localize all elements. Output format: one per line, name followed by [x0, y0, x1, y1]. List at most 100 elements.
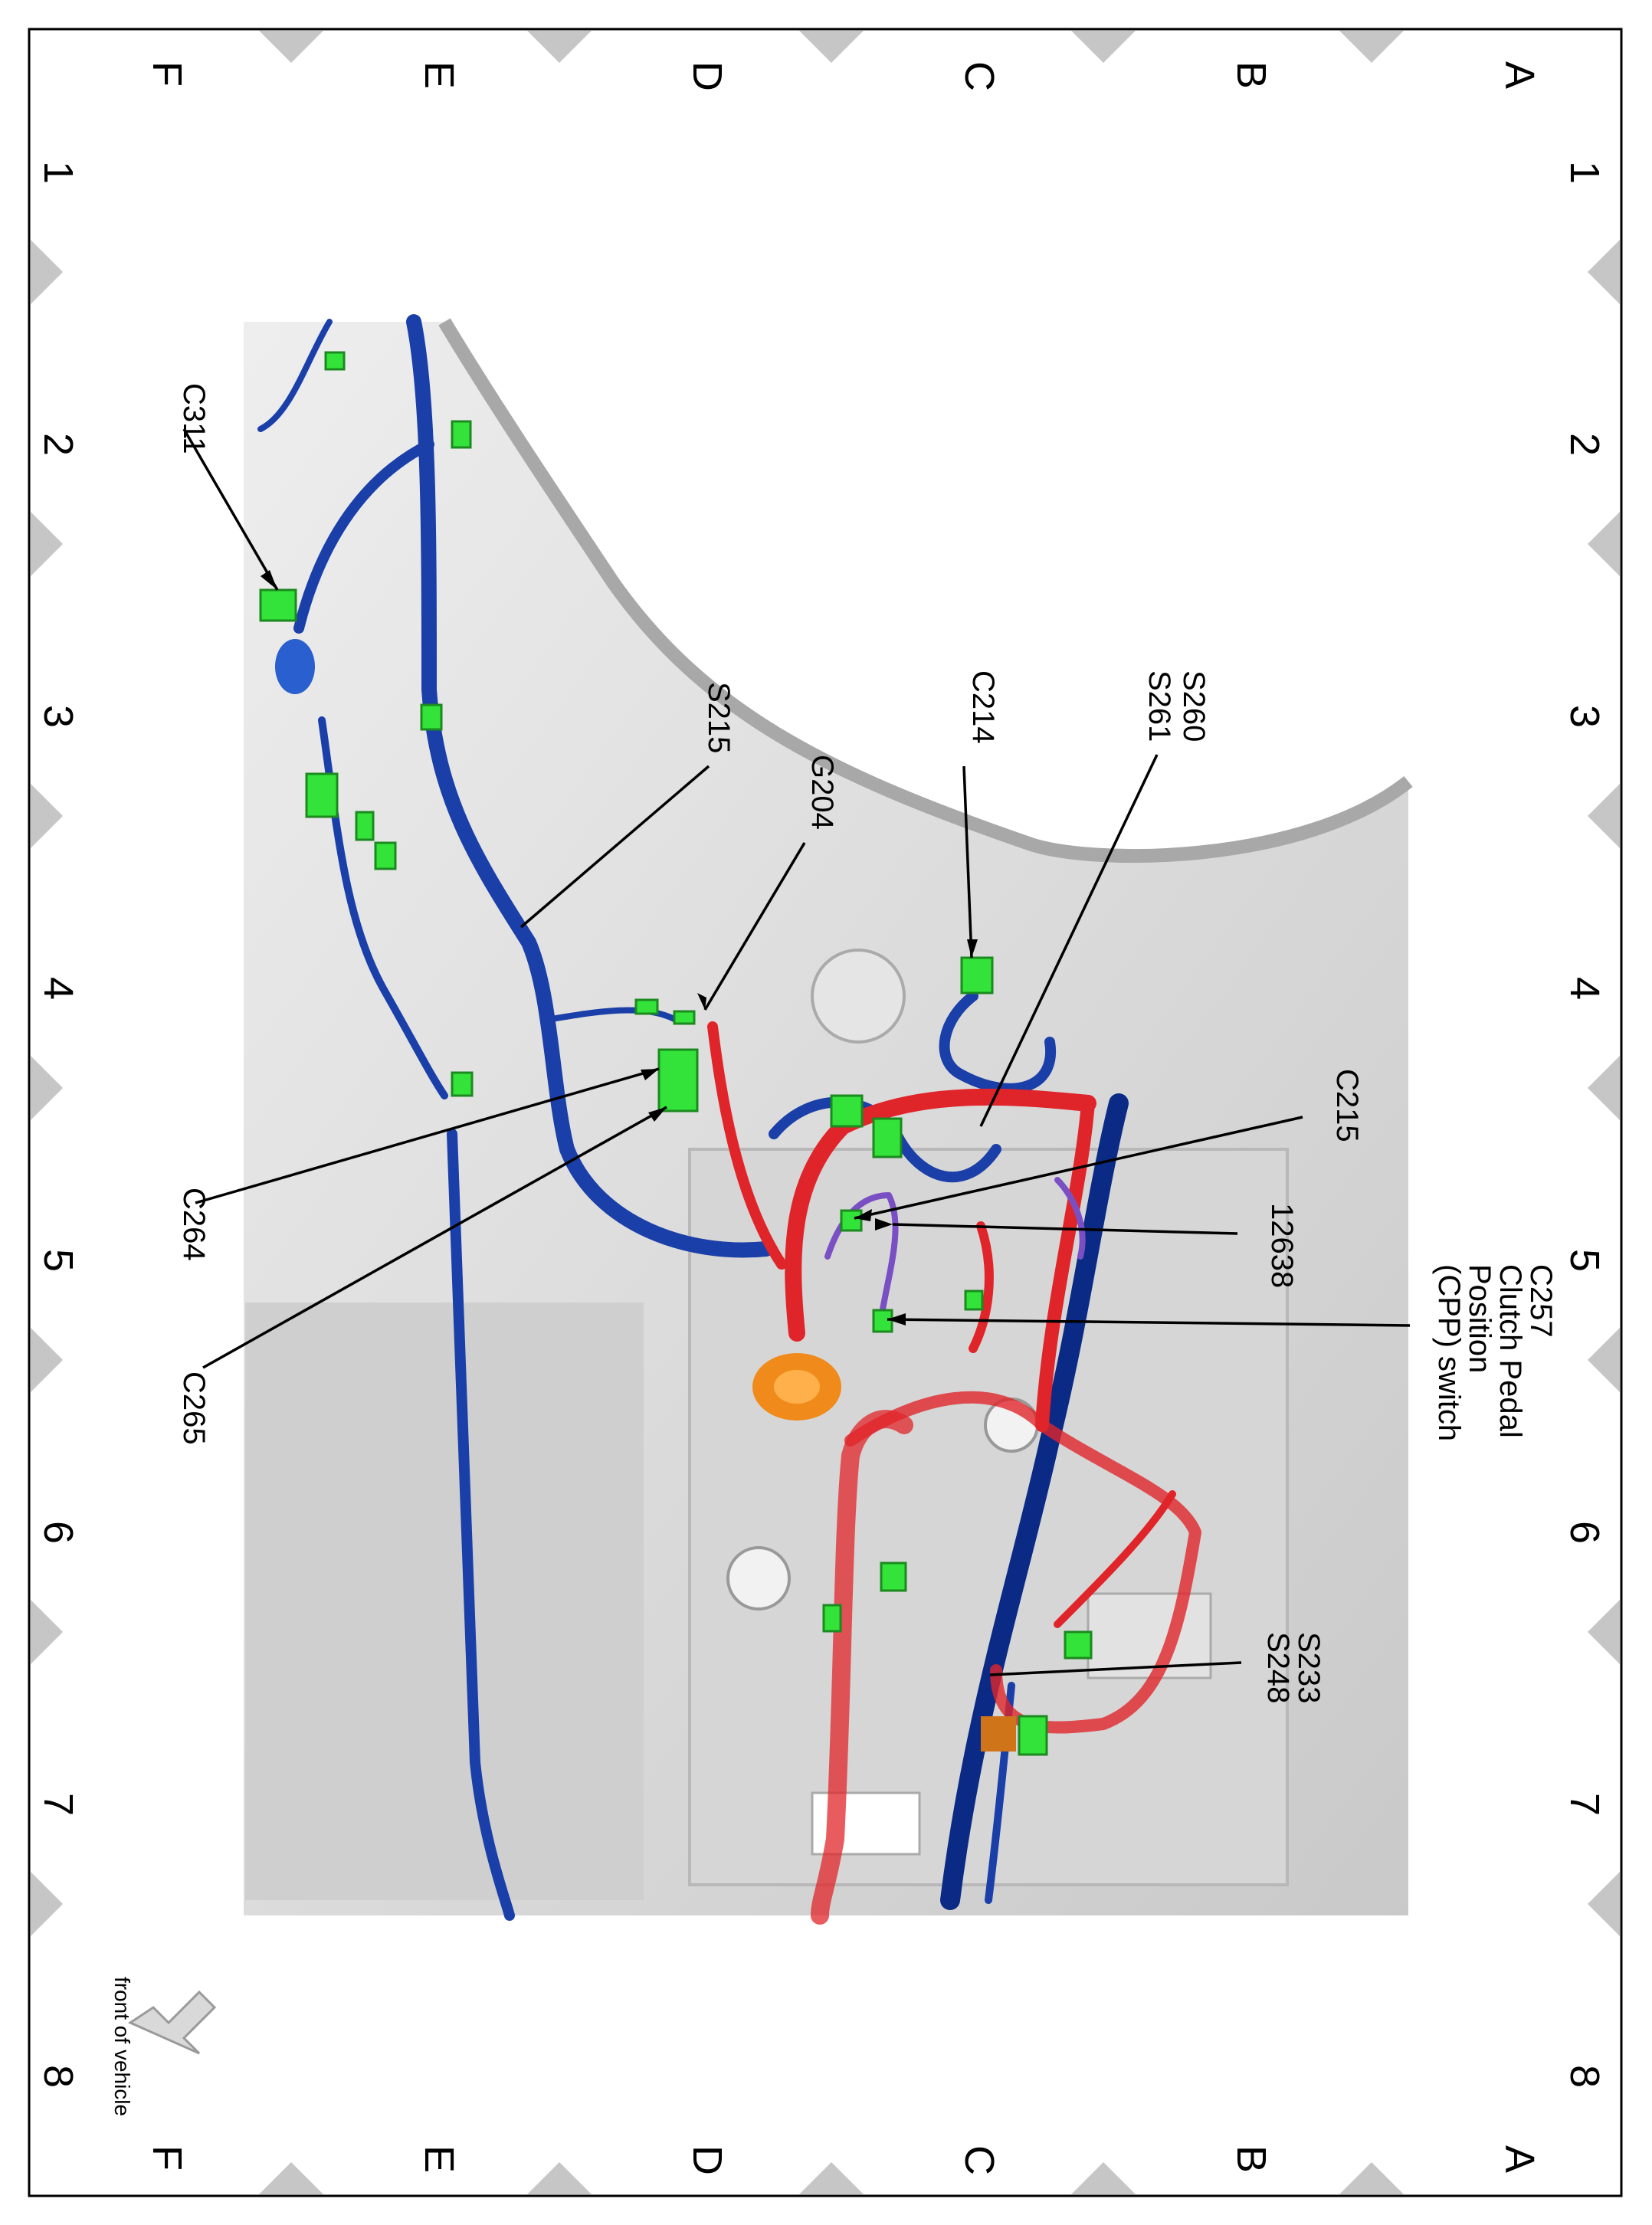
connector-small	[634, 998, 659, 1015]
border-triangle	[1588, 1328, 1620, 1392]
leader-arrowheads	[261, 570, 978, 1325]
callout-c311: C311	[177, 383, 211, 454]
wire-harnesses	[257, 314, 1201, 1925]
border-triangle	[799, 2162, 864, 2194]
grid-col-3-left: 3	[35, 705, 81, 728]
connector-small	[880, 1561, 907, 1592]
connector-small	[355, 811, 375, 841]
connector-c311	[259, 588, 297, 622]
border-triangle	[31, 1600, 63, 1664]
grid-row-d-bottom: D	[684, 2145, 730, 2175]
border-triangle	[1588, 1872, 1620, 1936]
connector-g204	[673, 1010, 696, 1025]
border-triangle	[259, 31, 323, 63]
connector-c214	[960, 956, 994, 995]
arrow-icon	[127, 1990, 217, 2055]
border-triangle	[1588, 512, 1620, 576]
connector-small	[451, 420, 472, 449]
callout-s260: S260	[1177, 670, 1211, 742]
grid-row-b-top: B	[1228, 61, 1274, 89]
grid-col-5-left: 5	[35, 1249, 81, 1272]
grid-row-d-top: D	[684, 61, 730, 91]
grid-col-6-right: 6	[1562, 1521, 1608, 1544]
border-triangle	[1339, 31, 1404, 63]
callout-c257-line1: C257	[1524, 1264, 1558, 1338]
grid-col-1-right: 1	[1562, 161, 1608, 184]
grid-row-e-top: E	[416, 61, 462, 89]
border-triangle	[31, 1056, 63, 1120]
grid-col-5-right: 5	[1562, 1249, 1608, 1272]
connector-small	[374, 841, 397, 870]
callout-c257-line4: (CPP) switch	[1432, 1264, 1466, 1441]
connector-small	[420, 703, 443, 731]
grid-row-f-bottom: F	[144, 2145, 190, 2171]
border-triangle	[1071, 2162, 1136, 2194]
connector-small	[872, 1117, 903, 1158]
connector-c264-c265	[657, 1048, 699, 1112]
grid-row-a-bottom: A	[1496, 2145, 1542, 2173]
connector-small	[1018, 1715, 1048, 1756]
connector-block	[305, 772, 339, 818]
grid-row-f-top: F	[144, 61, 190, 87]
callout-g204: G204	[805, 755, 839, 830]
border-triangle	[1588, 240, 1620, 304]
callout-c265: C265	[177, 1371, 211, 1445]
callout-12638: 12638	[1265, 1203, 1299, 1288]
callout-c215: C215	[1330, 1069, 1364, 1142]
grid-col-3-right: 3	[1562, 705, 1608, 728]
connector-small	[451, 1071, 474, 1097]
callout-s215: S215	[702, 682, 736, 753]
grommets	[275, 639, 1016, 1751]
connector-c257	[872, 1309, 893, 1333]
grid-row-c-bottom: C	[956, 2145, 1002, 2175]
border-triangle	[1588, 1056, 1620, 1120]
grid-col-1-left: 1	[35, 161, 81, 184]
border-triangle	[31, 1872, 63, 1936]
front-of-vehicle-label: front of vehicle	[110, 1977, 134, 2116]
text-layer: A B C D E F A B C D E F 1 2 3 4 5 6 7 8 …	[35, 61, 1608, 2175]
body-panel-illustration	[244, 318, 1413, 1915]
callout-s248: S248	[1261, 1632, 1295, 1703]
grid-col-8-left: 8	[35, 2065, 81, 2088]
border-triangle	[31, 1328, 63, 1392]
callout-s233: S233	[1292, 1632, 1326, 1703]
callout-c257-line2: Clutch Pedal	[1493, 1264, 1527, 1438]
connectors	[259, 351, 1093, 1756]
border-triangle	[1071, 31, 1136, 63]
border-triangle	[1588, 1600, 1620, 1664]
grid-col-4-right: 4	[1562, 977, 1608, 1000]
border-triangle	[1588, 784, 1620, 848]
connector-small	[1064, 1630, 1093, 1660]
connector-small	[830, 1094, 864, 1128]
border-triangle	[527, 31, 592, 63]
connector-small	[964, 1289, 984, 1311]
connector-c215	[840, 1209, 863, 1232]
border-triangle	[31, 784, 63, 848]
connector-small	[822, 1604, 842, 1633]
border-triangle	[31, 240, 63, 304]
grid-col-7-left: 7	[35, 1793, 81, 1816]
border-triangle	[31, 512, 63, 576]
border-triangle	[799, 31, 864, 63]
grid-col-8-right: 8	[1562, 2065, 1608, 2088]
border-triangle	[527, 2162, 592, 2194]
border-triangles	[31, 31, 1620, 2194]
border-triangle	[1339, 2162, 1404, 2194]
leader-lines	[182, 428, 1411, 1676]
grid-row-c-top: C	[956, 61, 1002, 91]
callout-c214: C214	[966, 670, 1000, 744]
grid-col-4-left: 4	[35, 977, 81, 1000]
callout-s261: S261	[1142, 670, 1176, 742]
grid-col-2-right: 2	[1562, 433, 1608, 456]
grid-col-6-left: 6	[35, 1521, 81, 1544]
front-of-vehicle-indicator	[127, 1990, 217, 2055]
callout-c264: C264	[177, 1188, 211, 1261]
grid-row-a-top: A	[1496, 61, 1542, 89]
border-triangle	[259, 2162, 323, 2194]
connector-small	[324, 351, 346, 371]
grid-row-e-bottom: E	[416, 2145, 462, 2173]
grid-row-b-bottom: B	[1228, 2145, 1274, 2173]
frame-outer	[28, 28, 1623, 2197]
